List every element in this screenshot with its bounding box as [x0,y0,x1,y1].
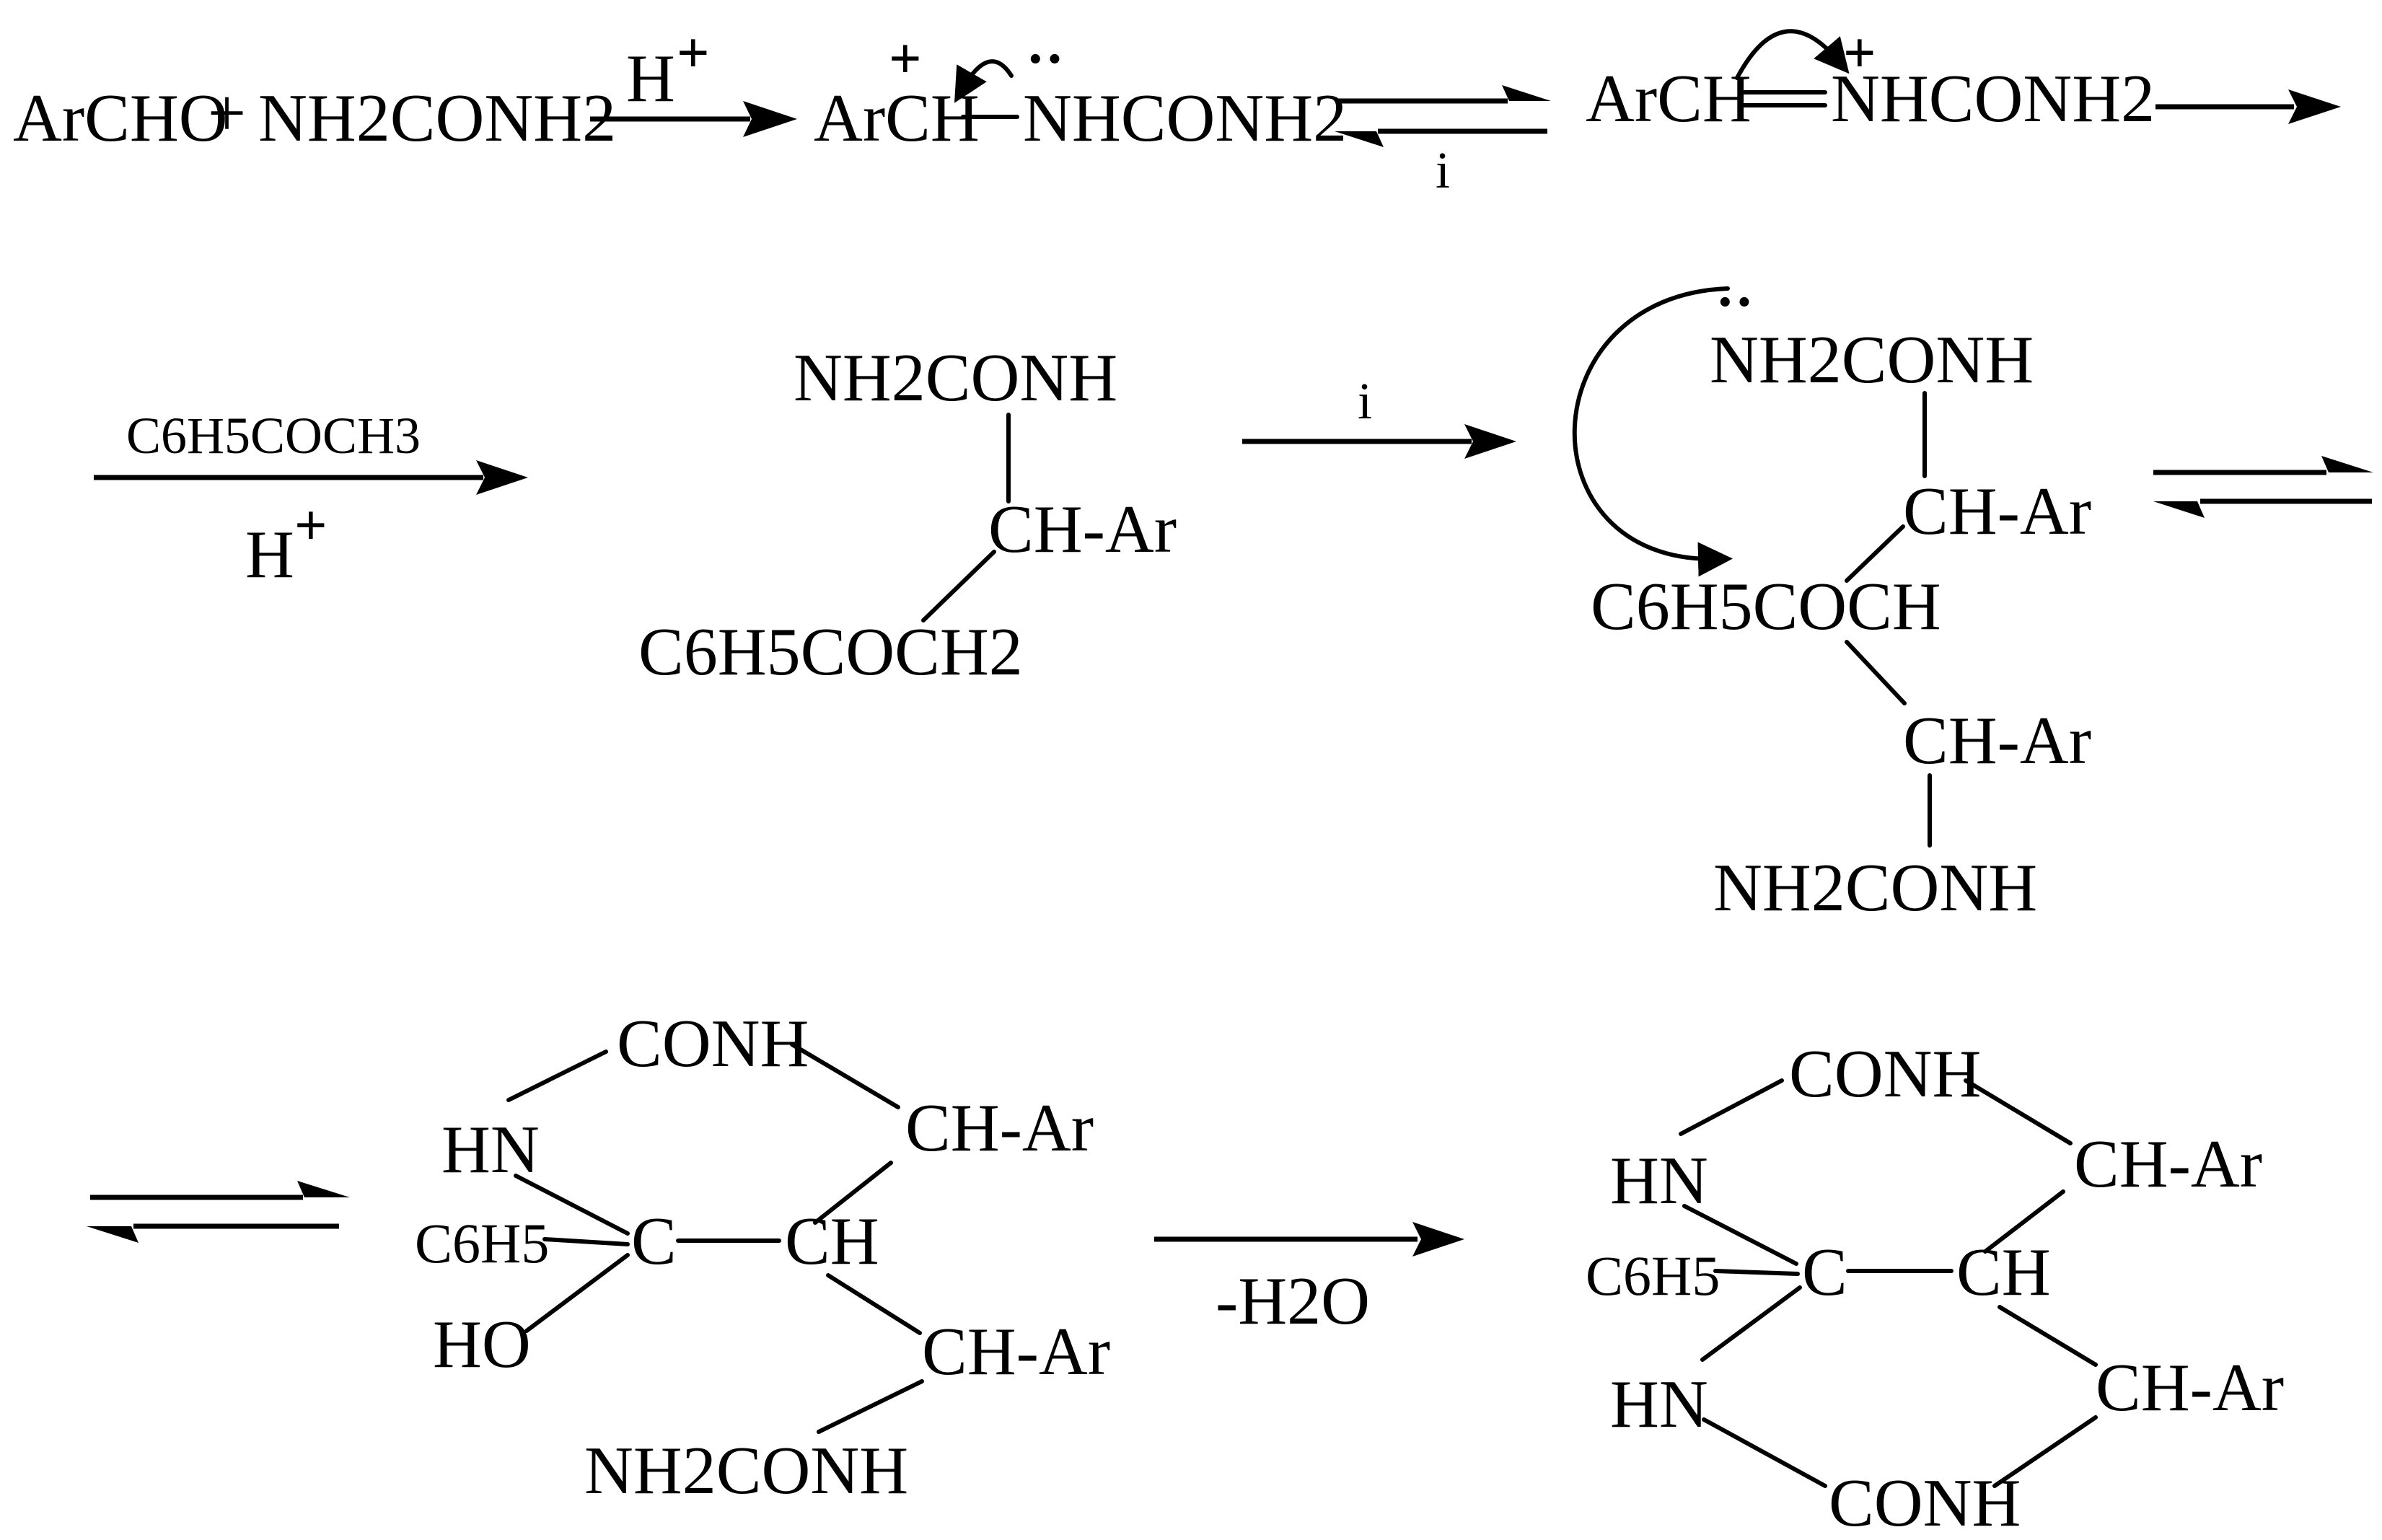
electron-push-arrow [954,59,1014,103]
product-hn-top: HN [1610,1143,1708,1218]
carbocation-aryl: ArCH [814,81,980,156]
cyclic-hn: HN [441,1112,540,1187]
acid-plus-sign: + [677,22,710,85]
int2-ch-ar-top: CH-Ar [1903,474,2091,549]
cyclic-ho: HO [433,1307,531,1382]
adduct-urea: NH2CONH [794,340,1117,415]
product-bond-ch-charbottom [1998,1305,2098,1367]
equilibrium-arrows-2 [2153,456,2373,518]
cyclic-ch-ar-bottom: CH-Ar [922,1314,1110,1389]
product-bond-charbottom-conh [1992,1415,2098,1488]
cyclic-c6h5: C6H5 [415,1212,549,1275]
int2-bond-3 [1845,640,1907,705]
product-conh-top: CONH [1789,1037,1981,1112]
cyclic-bond-conh-ch [790,1042,900,1109]
acid-catalyst-plus: + [294,494,328,558]
cyclic-bond-ch-chartop [813,1161,893,1225]
product-ch-ar-top: CH-Ar [2074,1127,2262,1202]
cyclic-bond-hn-c [514,1174,630,1236]
iminium-curved-arrow [1735,29,1850,80]
product-c6h5: C6H5 [1586,1244,1720,1307]
carbocation-amide: NHCONH2 [1023,81,1347,156]
product-bond-hn-conh-bottom [1702,1417,1827,1488]
acid-arrow [590,101,797,137]
cyclic-ch-ar-top: CH-Ar [905,1091,1094,1166]
carbocation-charge: + [889,27,922,91]
dehydration-label: -H2O [1216,1264,1370,1339]
int2-ketone: C6H5COCH [1591,569,1941,644]
cyclic-bond-charbottom-urea [817,1379,924,1434]
equilibrium-arrows-3 [87,1181,350,1243]
product-bond-ch-chartop [1983,1189,2065,1254]
product-bond-conh-ch [1964,1078,2073,1145]
product-bond-c-hn [1700,1285,1802,1362]
iminium-charge: + [1843,22,1876,85]
adduct-bond-diagonal [921,550,996,622]
product-ch-ar-bottom: CH-Ar [2096,1350,2284,1425]
dehydration-arrow [1154,1222,1464,1257]
product-ch: CH [1956,1235,2051,1310]
product-bond-c6h5-c [1713,1269,1800,1276]
product-conh-bottom: CONH [1829,1466,2021,1540]
ketone-arrow [94,460,528,495]
product-quaternary-c: C [1802,1235,1847,1310]
cyclic-ch: CH [785,1204,879,1279]
cyclic-bond-hn-conh [506,1050,608,1102]
int2-bond-2 [1845,524,1905,583]
forward-arrow-i [1242,424,1516,459]
cyclic-bond-c6h5-c [542,1237,630,1246]
aldehyde-label: ArCHO [13,81,228,156]
int2-urea-bottom: NH2CONH [1713,850,2037,925]
cyclic-urea: NH2CONH [584,1433,908,1508]
acid-catalyst-reagent: H [245,517,294,592]
forward-arrow-1 [2155,89,2341,124]
cyclic-bond-c-ho [524,1253,630,1333]
nitrogen-lone-pair: ·· [1026,27,1064,91]
ketone-reagent: C6H5COCH3 [126,407,421,465]
adduct-ch-ar: CH-Ar [988,492,1177,567]
cyclic-quaternary-c: C [631,1204,677,1279]
cyclic-conh: CONH [617,1006,809,1081]
cyclic-bond-ch-charbottom [826,1273,922,1335]
cyclization-curved-arrow [1572,286,1733,577]
int2-ch-ar-bottom: CH-Ar [1903,703,2091,778]
step-label-i: i [1358,372,1372,430]
product-hn-bottom: HN [1610,1367,1708,1442]
int2-urea-top: NH2CONH [1710,322,2034,397]
iminium-aryl: ArCH [1586,61,1752,136]
plus-sign: + [208,76,246,151]
iminium-amide: NHCONH2 [1831,61,2155,136]
adduct-ketone: C6H5COCH2 [638,615,1023,690]
urea-label: NH2CONH2 [258,81,616,156]
equilibrium-arrows-1 [1335,85,1551,147]
equilibrium-label-i: i [1436,141,1450,199]
product-bond-hn-c [1682,1204,1798,1266]
int2-lone-pair: ·· [1715,270,1754,334]
acid-reagent: H [626,41,675,116]
product-bond-hn-conh [1679,1078,1784,1136]
